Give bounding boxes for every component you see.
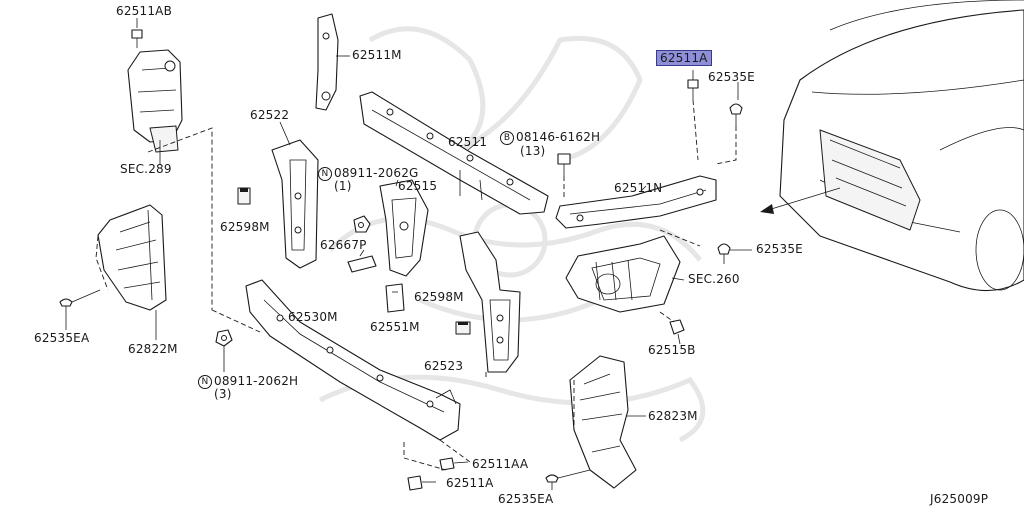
nut-08911-2062H (215, 329, 233, 372)
label-08146-qty: (13) (520, 144, 546, 158)
circled-n-icon: N (318, 166, 332, 181)
bolt-62511AB (131, 18, 143, 48)
label-62511M[interactable]: 62511M (352, 48, 402, 62)
label-62535E-top[interactable]: 62535E (708, 70, 755, 84)
label-62511AB[interactable]: 62511AB (116, 4, 173, 18)
bolt-08146-6162H (557, 153, 571, 176)
label-62598M-left[interactable]: 62598M (220, 220, 270, 234)
lower-support-dash-left (211, 309, 261, 333)
air-guide-right (569, 355, 637, 489)
label-08146-6162H[interactable]: 08146-6162H (516, 130, 601, 144)
clip-62535EA-bottom (545, 469, 591, 490)
clip-62535E-mid (717, 243, 752, 264)
stay-62511M (315, 13, 350, 111)
label-62551M[interactable]: 62551M (370, 320, 420, 334)
label-08911-2062H-qty: (3) (214, 387, 232, 401)
bottom-bolts-dash (403, 439, 471, 471)
air-guide-left (97, 204, 167, 311)
vehicle-front-view (779, 0, 1024, 292)
upper-support-62511N (555, 175, 717, 229)
label-62598M-mid[interactable]: 62598M (414, 290, 464, 304)
label-62823M[interactable]: 62823M (648, 409, 698, 423)
clip-62535EA-left (59, 289, 101, 330)
label-62822M[interactable]: 62822M (128, 342, 178, 356)
reservoir-tank (127, 49, 183, 165)
upper-support-62511N-dash (659, 229, 701, 247)
label-sec260[interactable]: SEC.260 (688, 272, 740, 286)
diagram-code: J625009P (930, 492, 989, 506)
label-62535E-mid[interactable]: 62535E (756, 242, 803, 256)
circled-b-icon: B (500, 130, 514, 145)
label-08911-2062H[interactable]: 08911-2062H (214, 374, 299, 388)
label-08911-2062G[interactable]: 08911-2062G (334, 166, 419, 180)
bolt-62511A-top-dash (692, 99, 699, 161)
side-member-62523 (459, 231, 521, 373)
label-62523[interactable]: 62523 (424, 359, 464, 373)
label-62535EA-left[interactable]: 62535EA (34, 331, 90, 345)
bolt-62515B (669, 319, 685, 345)
label-62511N[interactable]: 62511N (614, 181, 663, 195)
clip-62535E-top (729, 82, 743, 126)
bracket-62551M (385, 283, 405, 313)
bolt-62511A-top (687, 70, 699, 100)
label-sec289[interactable]: SEC.289 (120, 162, 172, 176)
circled-n-icon-2: N (198, 374, 212, 389)
label-62530M[interactable]: 62530M (288, 310, 338, 324)
bolt-62511A-bottom (407, 475, 436, 491)
label-62511A-top-highlighted[interactable]: 62511A (656, 50, 712, 66)
label-62511[interactable]: 62511 (448, 135, 488, 149)
headlamp-sec260 (565, 235, 685, 313)
label-62511A-bottom[interactable]: 62511A (446, 476, 494, 490)
label-62667P[interactable]: 62667P (320, 238, 367, 252)
lower-core-support-62530M (245, 279, 461, 441)
reservoir-dash-line (147, 127, 213, 310)
label-62535EA-bottom[interactable]: 62535EA (498, 492, 554, 506)
clip-62535E-top-dash (715, 126, 737, 165)
bracket-62667P (347, 249, 377, 273)
upper-core-support-62511 (359, 91, 549, 215)
direction-arrow (760, 187, 841, 214)
nut-08911-2062G (353, 215, 371, 233)
clip-62598M-mid (455, 321, 471, 335)
label-62515B[interactable]: 62515B (648, 343, 696, 357)
label-62511AA[interactable]: 62511AA (472, 457, 529, 471)
air-guide-left-dash (95, 235, 109, 291)
label-62515[interactable]: 62515 (398, 179, 438, 193)
side-member-62522 (271, 121, 319, 269)
label-08911-2062G-qty: (1) (334, 179, 352, 193)
bolt-62515B-dash (659, 311, 675, 323)
label-62522[interactable]: 62522 (250, 108, 290, 122)
bolt-62511AA (439, 457, 469, 471)
hood-lock-stay-62515 (379, 179, 429, 277)
clip-62598M-left (237, 187, 251, 205)
